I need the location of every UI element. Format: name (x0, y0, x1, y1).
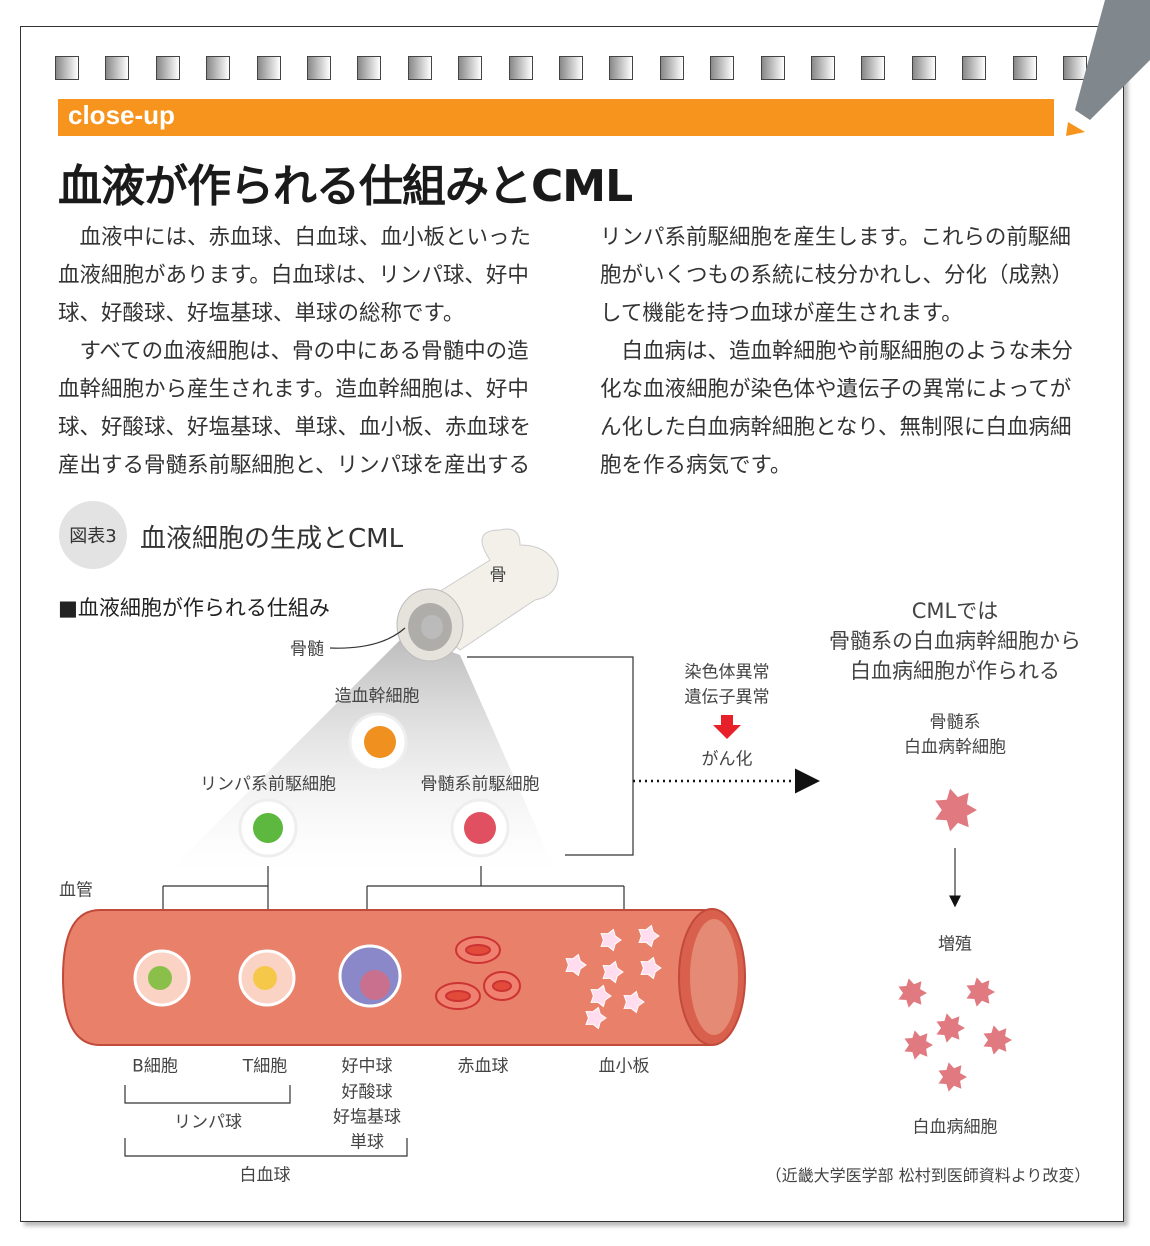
binder-hole (962, 56, 987, 80)
binder-hole (105, 56, 130, 80)
pen-icon (1066, 0, 1150, 136)
figure-badge: 図表3 (59, 501, 127, 569)
label-marrow: 骨髄 (290, 639, 324, 660)
label-neutrophil: 好中球 (341, 1056, 393, 1077)
binder-hole (508, 56, 533, 80)
cml-heading-1: CMLでは (911, 599, 999, 623)
label-gene-abnormality: 遺伝子異常 (684, 687, 770, 708)
section-banner: close-up (58, 99, 1054, 136)
figure-title: 血液細胞の生成とCML (140, 524, 404, 554)
platelet (640, 956, 662, 980)
label-myeloid: 骨髄系前駆細胞 (420, 774, 540, 795)
leukemia-cell (935, 788, 977, 832)
label-myeloid-system: 骨髄系 (929, 712, 981, 733)
label-basophil: 好塩基球 (333, 1107, 401, 1128)
paragraph: すべての血液細胞は、骨の中にある骨髄中の造血幹細胞から産生されます。造血幹細胞は… (58, 339, 532, 478)
figure-subtitle: ■血液細胞が作られる仕組み (58, 596, 330, 620)
red-blood-cells (435, 936, 521, 1010)
leukemia-cell (898, 978, 927, 1008)
binder-hole (357, 56, 382, 80)
label-platelet: 血小板 (598, 1056, 650, 1077)
label-lymphocyte: リンパ球 (174, 1112, 242, 1133)
platelet (623, 990, 645, 1014)
bone-illustration (396, 528, 559, 662)
platelet (638, 924, 660, 948)
label-vessel: 血管 (59, 880, 93, 901)
label-cancerization: がん化 (701, 749, 753, 770)
cml-heading-3: 白血病細胞が作られる (850, 659, 1060, 683)
binder-hole (407, 56, 432, 80)
label-proliferation: 増殖 (938, 934, 972, 955)
leukemia-cell (936, 1013, 965, 1043)
binder-hole (609, 56, 634, 80)
binder-hole (911, 56, 936, 80)
red-down-arrow (713, 715, 741, 739)
body-left-column: 血液中には、赤血球、白血球、血小板といった血液細胞があります。白血球は、リンパ球… (58, 219, 548, 485)
paragraph: 白血病は、造血幹細胞や前駆細胞のような未分化な血液細胞が染色体や遺伝子の異常によ… (600, 339, 1074, 478)
binder-hole (55, 56, 79, 80)
binder-hole (659, 56, 684, 80)
leukemia-cell (966, 977, 995, 1007)
platelet (565, 953, 587, 977)
binder-hole (710, 56, 735, 80)
binder-hole (458, 56, 483, 80)
platelet (585, 1006, 607, 1030)
leukemia-cell (904, 1030, 933, 1060)
label-eosinophil: 好酸球 (341, 1082, 393, 1103)
label-t-cell: T細胞 (242, 1056, 288, 1077)
label-stem: 造血幹細胞 (334, 686, 420, 707)
binder-hole (155, 56, 180, 80)
label-wbc: 白血球 (239, 1165, 291, 1186)
leukemia-cell (983, 1025, 1012, 1055)
binder-hole (256, 56, 281, 80)
platelets (565, 924, 662, 1030)
paragraph: 血液中には、赤血球、白血球、血小板といった血液細胞があります。白血球は、リンパ球… (58, 225, 532, 326)
label-rbc: 赤血球 (457, 1056, 509, 1077)
body-right-column: リンパ系前駆細胞を産生します。これらの前駆細胞がいくつもの系統に枝分かれし、分化… (600, 219, 1090, 485)
label-lymphoid: リンパ系前駆細胞 (200, 774, 336, 795)
page-title: 血液が作られる仕組みとCML (58, 161, 633, 212)
binder-hole (307, 56, 331, 80)
label-bone: 骨 (489, 565, 507, 586)
label-leukemia-cells: 白血病細胞 (912, 1117, 998, 1138)
platelet (602, 960, 624, 984)
binder-hole (206, 56, 231, 80)
binder-hole (559, 56, 583, 80)
binder-hole (1012, 56, 1037, 80)
binder-hole (861, 56, 886, 80)
source-note: （近畿大学医学部 松村到医師資料より改変） (765, 1166, 1091, 1185)
label-leukemia-stem-cell: 白血病幹細胞 (904, 737, 1006, 758)
binder-hole (760, 56, 785, 80)
label-chromosome-abnormality: 染色体異常 (684, 662, 770, 683)
label-b-cell: B細胞 (132, 1056, 178, 1077)
section-label: close-up (68, 100, 175, 130)
cml-heading-2: 骨髄系の白血病幹細胞から (829, 629, 1081, 653)
leukemia-cells (898, 788, 1012, 1092)
paragraph: リンパ系前駆細胞を産生します。これらの前駆細胞がいくつもの系統に枝分かれし、分化… (600, 225, 1074, 326)
platelet (600, 928, 622, 952)
leukemia-cell (938, 1062, 967, 1092)
platelet (590, 984, 612, 1008)
label-monocyte: 単球 (350, 1132, 384, 1153)
binder-hole (811, 56, 835, 80)
